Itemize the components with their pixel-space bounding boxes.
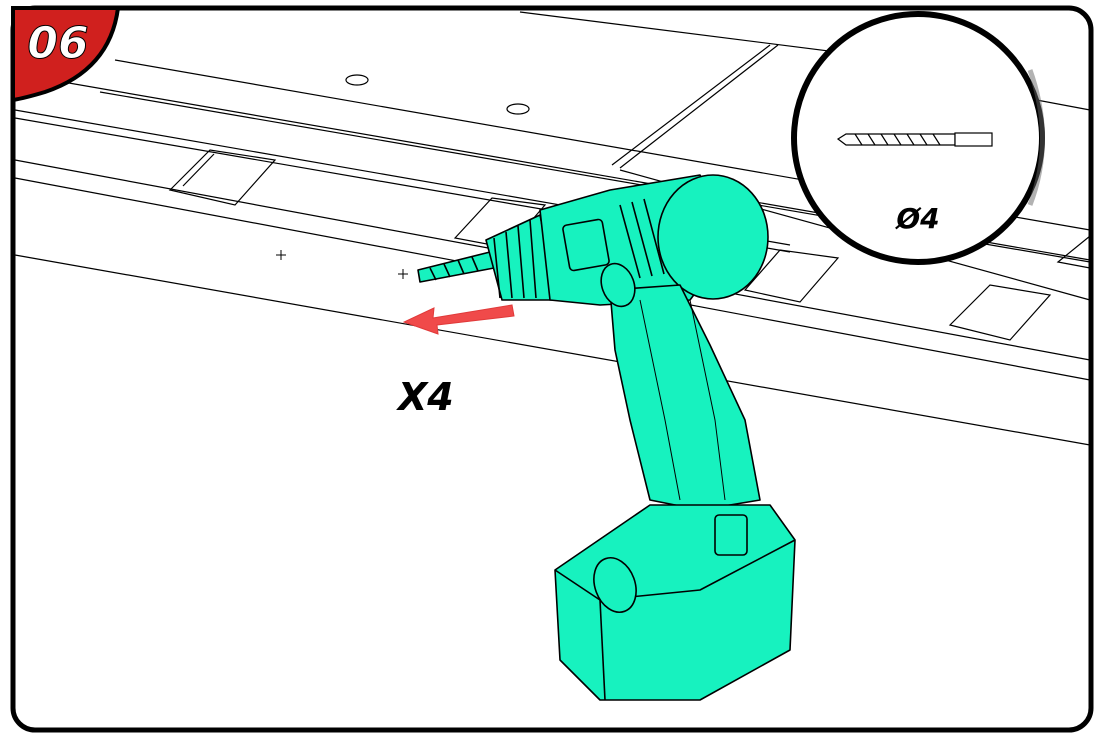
bit-size-label: Ø4 (894, 202, 939, 235)
quantity-label: X4 (396, 375, 454, 419)
drill-bit-icon (836, 132, 993, 147)
drill-bit-detail: Ø4 (791, 11, 1045, 265)
drill-position-marks (276, 250, 408, 279)
arrow-left-icon (402, 304, 515, 335)
step-number: 06 (27, 18, 88, 69)
cordless-drill-icon (417, 174, 796, 701)
step-badge: 06 (11, 6, 121, 103)
